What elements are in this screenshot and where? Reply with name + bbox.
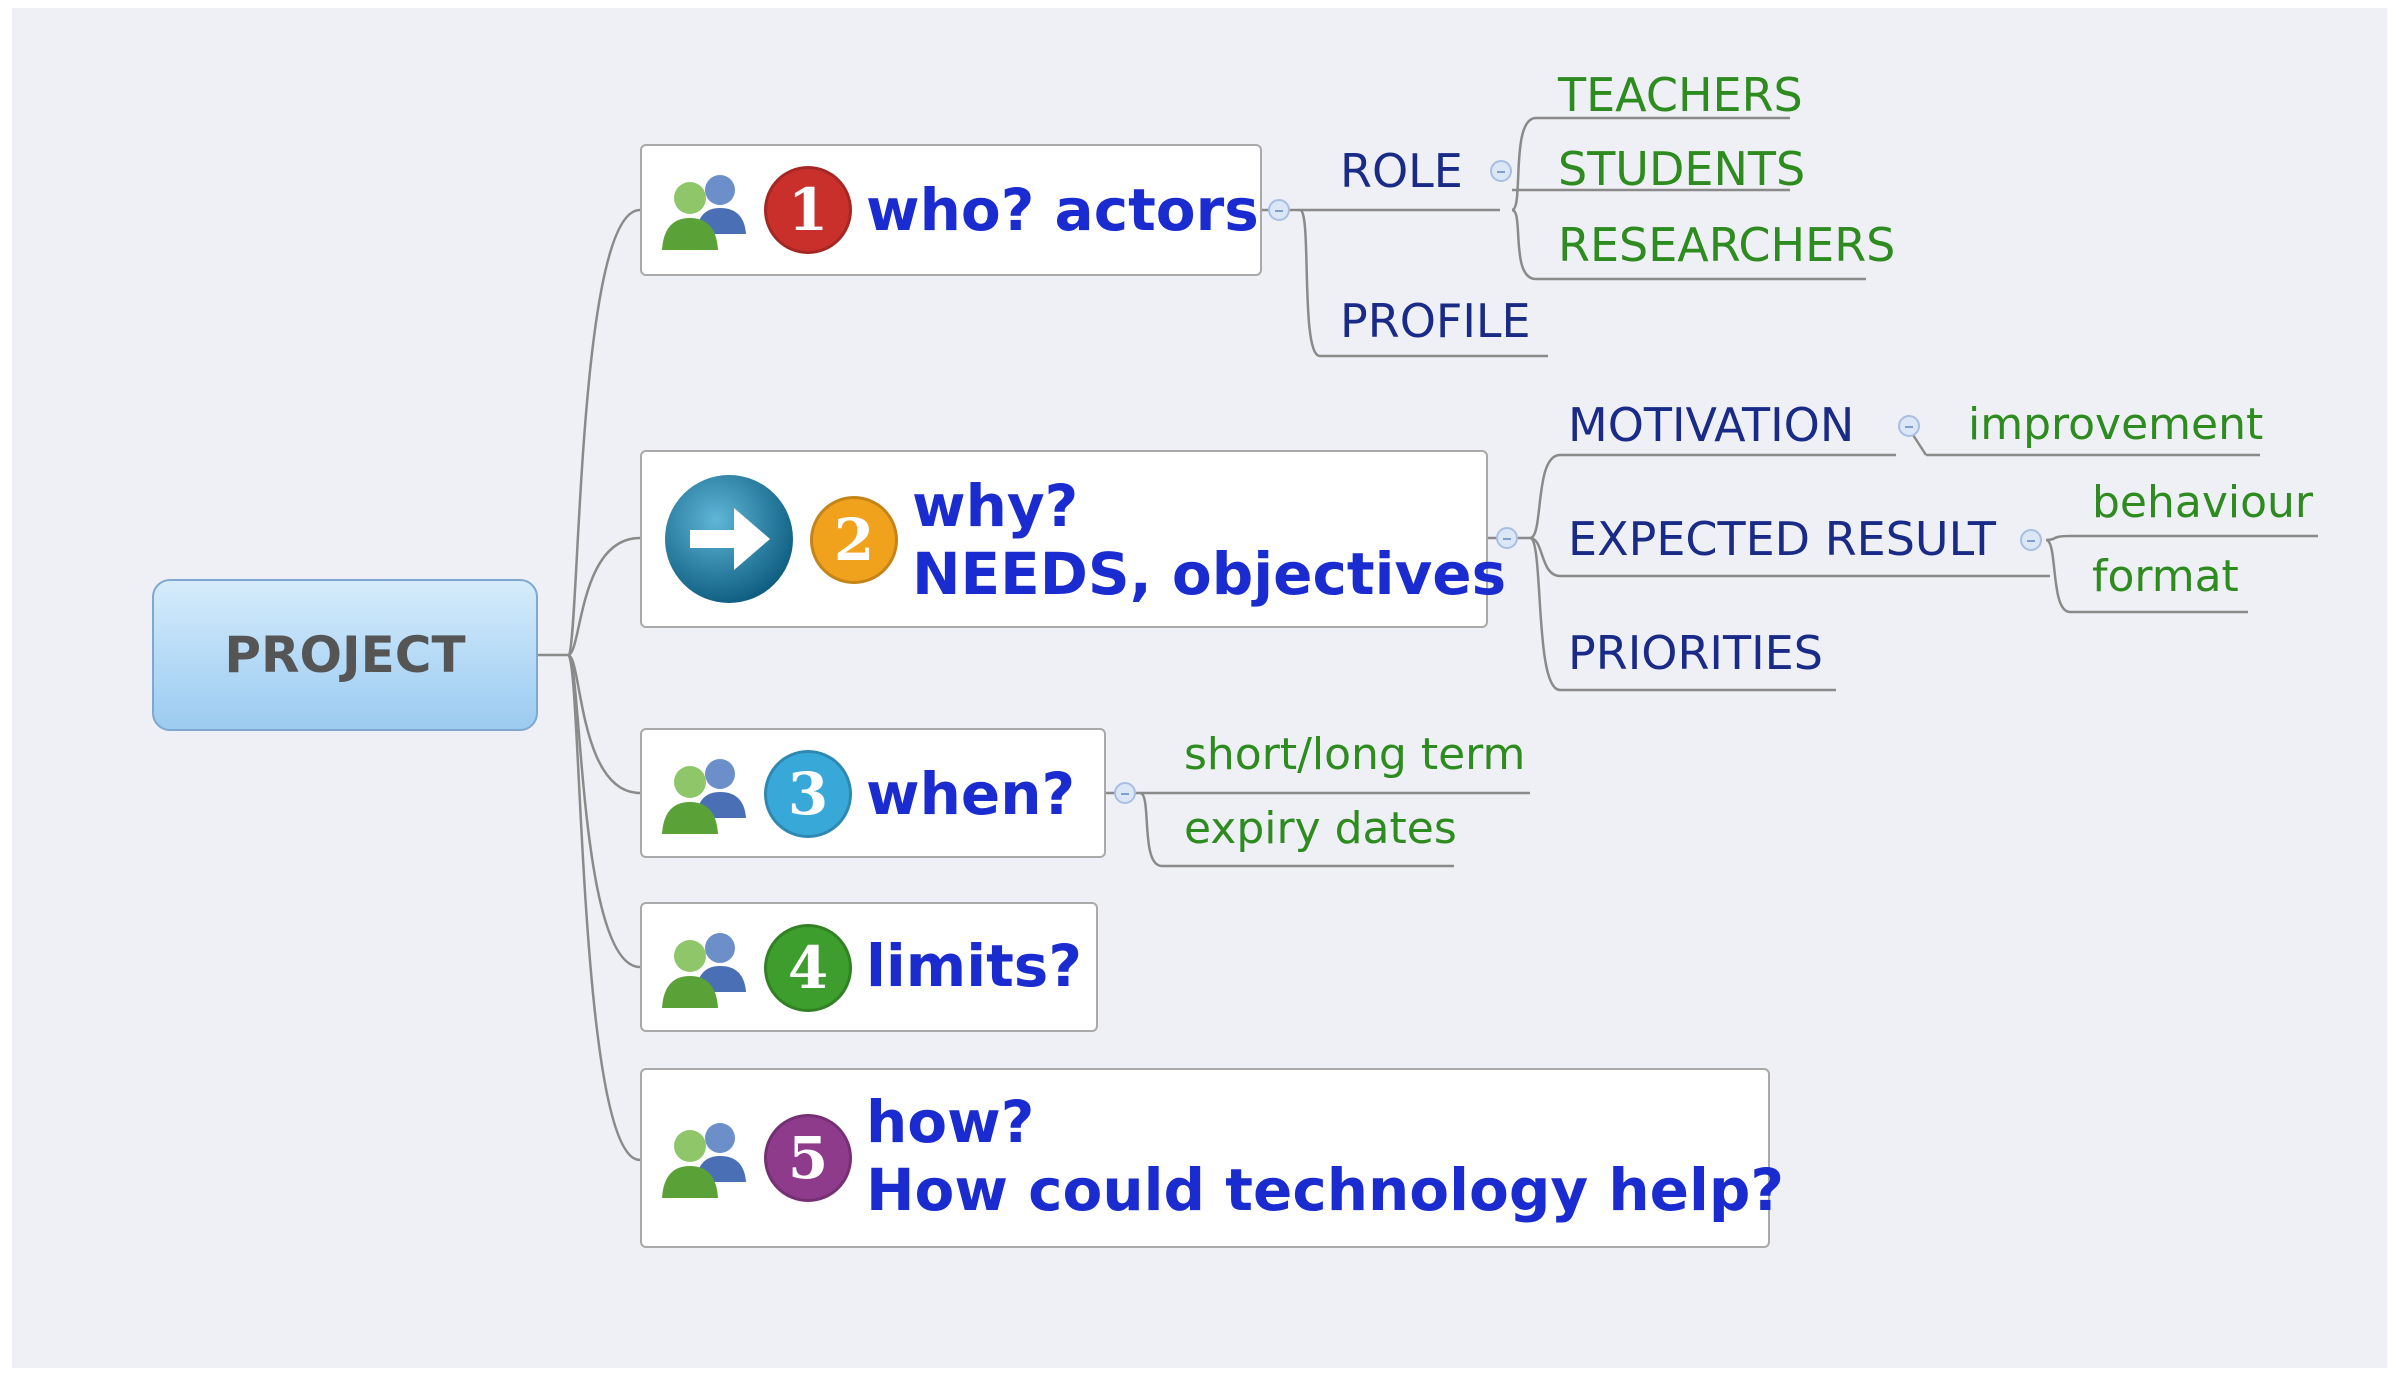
subtopic-priorities[interactable]: PRIORITIES xyxy=(1568,626,1823,680)
topic-title: who? actors xyxy=(866,176,1259,244)
leaf-teachers[interactable]: TEACHERS xyxy=(1558,68,1803,122)
topic-title-line-2: How could technology help? xyxy=(866,1156,1785,1224)
people-icon xyxy=(662,175,746,250)
number-badge-4: 4 xyxy=(764,924,852,1012)
subtopic-expected-result[interactable]: EXPECTED RESULT xyxy=(1568,512,1996,566)
topic-title: when? xyxy=(866,760,1076,828)
root-label: PROJECT xyxy=(224,626,466,684)
topic-how-technology[interactable]: 5 how? How could technology help? xyxy=(640,1068,1784,1248)
topic-title-line-2: NEEDS, objectives xyxy=(912,540,1507,608)
leaf-expiry-dates[interactable]: expiry dates xyxy=(1184,803,1457,854)
topic-title-line-1: why? xyxy=(912,472,1079,540)
subtopic-motivation[interactable]: MOTIVATION xyxy=(1568,398,1855,452)
leaf-format[interactable]: format xyxy=(2092,551,2239,602)
leaf-behaviour[interactable]: behaviour xyxy=(2092,477,2314,528)
topic-title: limits? xyxy=(866,932,1082,1000)
subtopic-role[interactable]: ROLE xyxy=(1340,144,1463,198)
people-icon xyxy=(662,933,746,1008)
topic-why-needs-objectives[interactable]: 2 why? NEEDS, objectives xyxy=(640,450,1506,628)
collapse-toggle-role[interactable] xyxy=(1490,160,1512,182)
collapse-toggle-motivation[interactable] xyxy=(1898,415,1920,437)
number-badge-2: 2 xyxy=(810,496,898,584)
collapse-toggle-who[interactable] xyxy=(1268,199,1290,221)
leaf-researchers[interactable]: RESEARCHERS xyxy=(1558,218,1896,272)
topic-who-actors[interactable]: 1 who? actors xyxy=(640,144,1262,276)
topic-title-line-1: how? xyxy=(866,1088,1035,1156)
collapse-toggle-expected-result[interactable] xyxy=(2020,529,2042,551)
collapse-toggle-when[interactable] xyxy=(1114,782,1136,804)
subtopic-profile[interactable]: PROFILE xyxy=(1340,294,1531,348)
collapse-toggle-why[interactable] xyxy=(1496,527,1518,549)
leaf-improvement[interactable]: improvement xyxy=(1968,399,2264,450)
people-icon xyxy=(662,759,746,834)
topic-limits[interactable]: 4 limits? xyxy=(640,902,1098,1032)
arrow-right-icon xyxy=(665,475,793,603)
root-node-project[interactable]: PROJECT xyxy=(152,579,538,731)
number-badge-3: 3 xyxy=(764,750,852,838)
people-icon xyxy=(662,1123,746,1198)
leaf-students[interactable]: STUDENTS xyxy=(1558,142,1806,196)
topic-when[interactable]: 3 when? xyxy=(640,728,1106,858)
number-badge-5: 5 xyxy=(764,1114,852,1202)
leaf-short-long-term[interactable]: short/long term xyxy=(1184,729,1526,780)
number-badge-1: 1 xyxy=(764,166,852,254)
